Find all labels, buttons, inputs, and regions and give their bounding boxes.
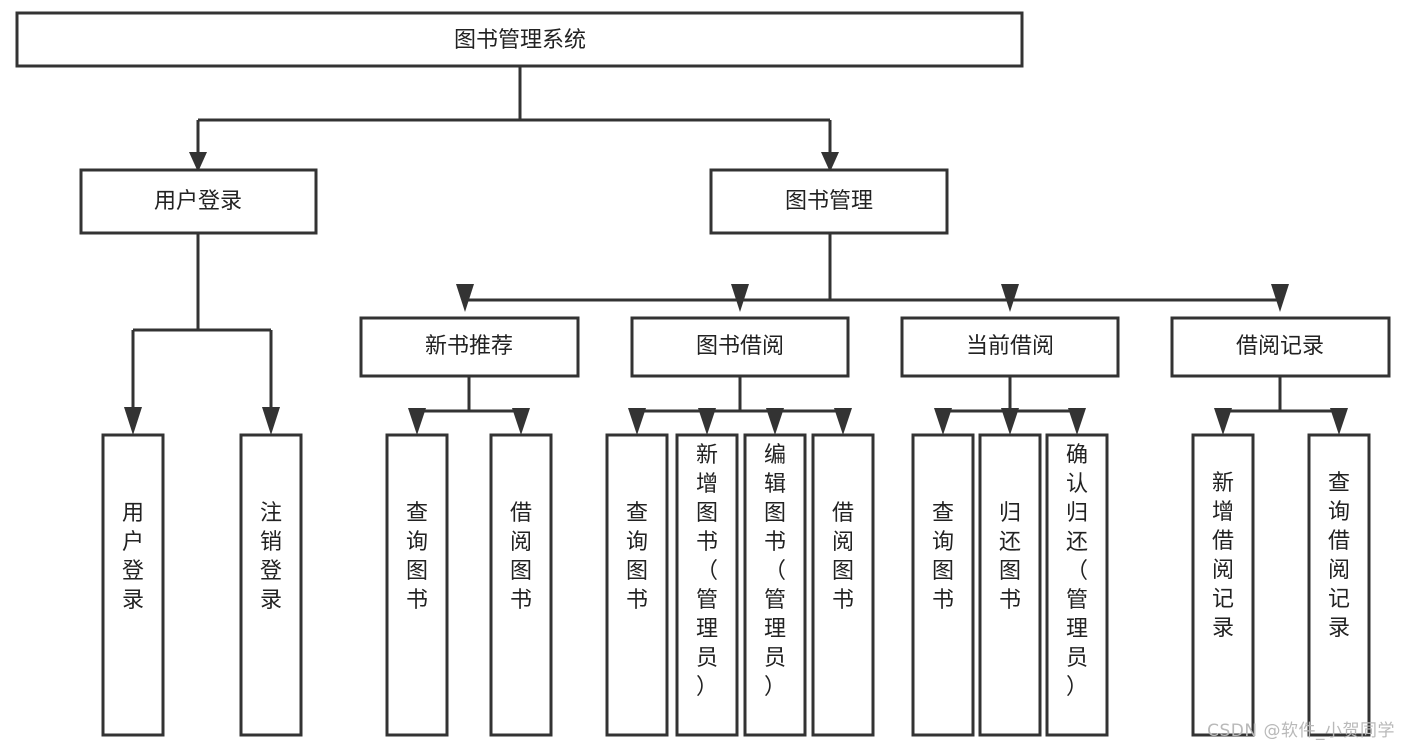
arrow-to-borrow-record bbox=[1271, 284, 1289, 312]
node-leaf-add-record-label: 新增借阅记录 bbox=[1212, 471, 1234, 641]
node-leaf-return-book[interactable]: 归还图书 bbox=[978, 433, 1042, 737]
node-new-book-recommend-box[interactable] bbox=[359, 316, 580, 378]
arrow-to-current-borrow bbox=[1001, 284, 1019, 312]
node-leaf-confirm-return-label: 确认归还（管理员） bbox=[1066, 443, 1088, 700]
connectors-new-book-recommend-to-leaves bbox=[408, 376, 530, 435]
node-book-manage[interactable]: 图书管理 bbox=[709, 168, 949, 235]
connector-user-login-bus bbox=[131, 233, 273, 413]
connectors-borrow-record-to-leaves bbox=[1214, 376, 1348, 435]
arrow-to-leaf-borrow-book-1 bbox=[512, 408, 530, 435]
node-leaf-logout-login-box[interactable] bbox=[239, 433, 303, 737]
node-leaf-add-record-box[interactable] bbox=[1191, 433, 1255, 737]
node-leaf-query-book-2-box[interactable] bbox=[605, 433, 669, 737]
node-leaf-query-book-1[interactable]: 查询图书 bbox=[385, 433, 449, 737]
node-borrow-record[interactable]: 借阅记录 bbox=[1170, 316, 1391, 378]
node-leaf-add-book[interactable]: 新增图书（管理员） bbox=[675, 433, 739, 737]
node-current-borrow-label: 当前借阅 bbox=[966, 334, 1054, 359]
arrow-to-leaf-query-book-3 bbox=[934, 408, 952, 435]
node-leaf-add-record[interactable]: 新增借阅记录 bbox=[1191, 433, 1255, 737]
node-leaf-borrow-book-1[interactable]: 借阅图书 bbox=[489, 433, 553, 737]
node-leaf-borrow-book-2[interactable]: 借阅图书 bbox=[811, 433, 875, 737]
node-leaf-confirm-return-box[interactable] bbox=[1045, 433, 1109, 737]
node-book-manage-label: 图书管理 bbox=[785, 189, 873, 214]
node-current-borrow-box[interactable] bbox=[900, 316, 1120, 378]
node-book-borrow-label: 图书借阅 bbox=[696, 334, 784, 359]
node-root-box[interactable] bbox=[15, 11, 1024, 68]
node-borrow-record-box[interactable] bbox=[1170, 316, 1391, 378]
arrow-to-leaf-logout-login bbox=[262, 407, 280, 435]
arrow-to-new-book-recommend bbox=[456, 284, 474, 312]
node-user-login-box[interactable] bbox=[79, 168, 318, 235]
node-root-label: 图书管理系统 bbox=[454, 28, 586, 53]
arrow-to-user-login bbox=[189, 152, 207, 172]
connector-book-borrow-bus bbox=[635, 376, 845, 418]
node-leaf-return-book-label: 归还图书 bbox=[999, 501, 1021, 613]
node-current-borrow[interactable]: 当前借阅 bbox=[900, 316, 1120, 378]
connector-new-book-recommend-bus bbox=[415, 376, 523, 418]
node-leaf-borrow-book-1-label: 借阅图书 bbox=[510, 501, 532, 613]
node-book-manage-box[interactable] bbox=[709, 168, 949, 235]
arrow-to-leaf-add-record bbox=[1214, 408, 1232, 435]
node-leaf-logout-login[interactable]: 注销登录 bbox=[239, 433, 303, 737]
node-borrow-record-label: 借阅记录 bbox=[1236, 334, 1324, 359]
node-leaf-edit-book-box[interactable] bbox=[743, 433, 807, 737]
arrow-to-leaf-user-login bbox=[124, 407, 142, 435]
connector-level3-bus bbox=[463, 233, 1282, 302]
node-leaf-query-book-1-label: 查询图书 bbox=[406, 501, 428, 613]
arrow-to-leaf-confirm-return bbox=[1068, 408, 1086, 435]
node-user-login[interactable]: 用户登录 bbox=[79, 168, 318, 235]
arrow-to-leaf-query-book-1 bbox=[408, 408, 426, 435]
node-leaf-logout-login-label: 注销登录 bbox=[260, 501, 282, 613]
connectors-root-to-level2 bbox=[189, 66, 839, 172]
node-leaf-borrow-book-2-box[interactable] bbox=[811, 433, 875, 737]
arrow-to-leaf-query-record bbox=[1330, 408, 1348, 435]
arrow-to-leaf-return-book bbox=[1001, 408, 1019, 435]
node-leaf-query-book-2[interactable]: 查询图书 bbox=[605, 433, 669, 737]
arrow-to-book-manage bbox=[821, 152, 839, 172]
node-leaf-query-record[interactable]: 查询借阅记录 bbox=[1307, 433, 1371, 737]
node-leaf-query-book-3-box[interactable] bbox=[911, 433, 975, 737]
node-leaf-user-login[interactable]: 用户登录 bbox=[101, 433, 165, 737]
node-new-book-recommend[interactable]: 新书推荐 bbox=[359, 316, 580, 378]
node-leaf-query-record-label: 查询借阅记录 bbox=[1328, 471, 1350, 641]
node-leaf-query-book-3-label: 查询图书 bbox=[932, 501, 954, 613]
node-leaf-user-login-box[interactable] bbox=[101, 433, 165, 737]
node-leaf-confirm-return[interactable]: 确认归还（管理员） bbox=[1045, 433, 1109, 737]
node-book-borrow[interactable]: 图书借阅 bbox=[630, 316, 850, 378]
node-leaf-user-login-label: 用户登录 bbox=[122, 501, 144, 613]
node-leaf-edit-book-label: 编辑图书（管理员） bbox=[764, 443, 786, 700]
node-leaf-query-book-1-box[interactable] bbox=[385, 433, 449, 737]
connector-root-bus bbox=[196, 66, 832, 152]
node-leaf-query-record-box[interactable] bbox=[1307, 433, 1371, 737]
node-root[interactable]: 图书管理系统 bbox=[15, 11, 1024, 68]
arrow-to-leaf-borrow-book-2 bbox=[834, 408, 852, 435]
node-new-book-recommend-label: 新书推荐 bbox=[425, 334, 513, 359]
node-leaf-borrow-book-2-label: 借阅图书 bbox=[832, 501, 854, 613]
connectors-user-login-to-leaves bbox=[124, 233, 280, 435]
connectors-current-borrow-to-leaves bbox=[934, 376, 1086, 435]
node-leaf-query-book-3[interactable]: 查询图书 bbox=[911, 433, 975, 737]
connectors-book-borrow-to-leaves bbox=[628, 376, 852, 435]
node-book-borrow-box[interactable] bbox=[630, 316, 850, 378]
arrow-to-leaf-add-book bbox=[698, 408, 716, 435]
arrow-to-book-borrow bbox=[731, 284, 749, 312]
node-leaf-edit-book[interactable]: 编辑图书（管理员） bbox=[743, 433, 807, 737]
node-leaf-return-book-box[interactable] bbox=[978, 433, 1042, 737]
node-leaf-add-book-box[interactable] bbox=[675, 433, 739, 737]
node-user-login-label: 用户登录 bbox=[154, 189, 242, 214]
arrow-to-leaf-edit-book bbox=[766, 408, 784, 435]
connector-borrow-record-bus bbox=[1221, 376, 1341, 418]
arrow-to-leaf-query-book-2 bbox=[628, 408, 646, 435]
node-leaf-add-book-label: 新增图书（管理员） bbox=[696, 443, 718, 700]
node-leaf-query-book-2-label: 查询图书 bbox=[626, 501, 648, 613]
node-leaf-borrow-book-1-box[interactable] bbox=[489, 433, 553, 737]
connectors-book-manage-to-level3 bbox=[456, 233, 1289, 312]
